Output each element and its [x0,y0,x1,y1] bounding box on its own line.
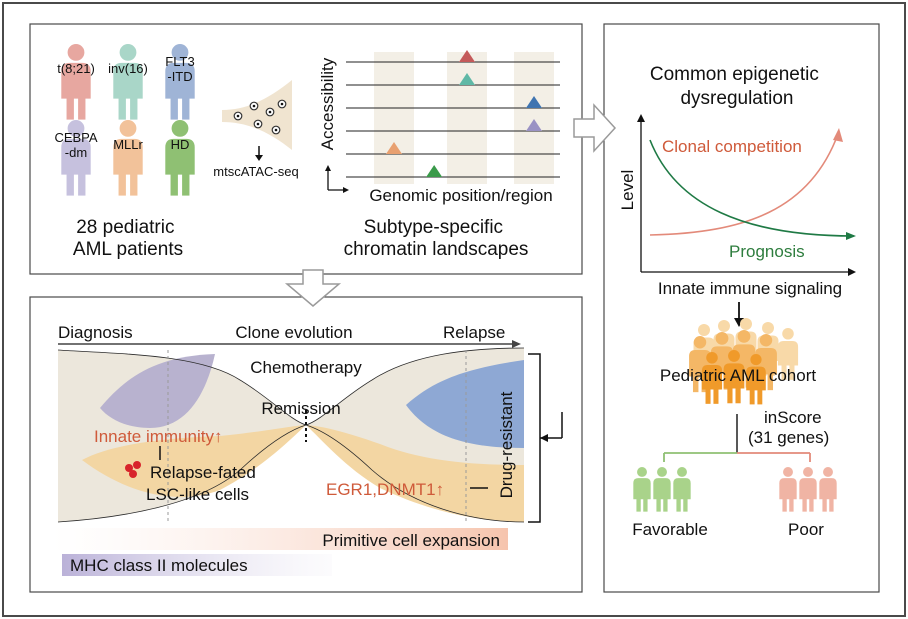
relapse-fated-label: Relapse-fated LSC-like cells [146,463,261,504]
innate-signal-axis-label: Innate immune signaling [658,279,842,298]
drug-resistant-arrowhead [540,434,548,442]
genomic-axis-label: Genomic position/region [369,186,552,205]
clonal-curve-head [833,128,843,142]
primitive-expansion-label: Primitive cell expansion [322,531,500,550]
accessibility-peak-3 [526,96,542,108]
mhc-bar [62,554,332,576]
egr-up-arrow: ↑ [436,480,445,499]
signal-axis-y-head [637,114,645,122]
accessibility-peak-6 [426,165,443,177]
crowd-front-person-1 [701,352,723,404]
accessibility-peak-5 [386,142,402,154]
patient-label-3: FLT3-ITD [165,54,194,84]
poor-group-icon [779,467,837,512]
clonal-competition-curve [649,133,839,236]
remission-label: Remission [261,399,340,418]
timeline-arrowhead [512,340,521,348]
assay-arrow-head [255,155,263,161]
patient-label-1: t(8;21) [57,61,95,76]
patient-icon-1 [61,44,91,120]
arrow-down-connector [284,269,342,307]
prognosis-label: Prognosis [729,242,805,261]
crowd-front-person-2 [723,350,745,404]
patient-icon-5 [113,119,143,196]
timeline-clone-evolution: Clone evolution [235,323,352,342]
favorable-person-1 [633,467,651,512]
patient-icon-6 [165,119,195,196]
prognosis-curve-head [846,232,856,240]
prognosis-curve [649,139,855,237]
accessibility-axis-label: Accessibility [318,57,337,150]
cohort-title: Pediatric AML cohort [660,366,816,385]
peak-column-2 [447,52,487,184]
relapse-clone [406,360,524,448]
chromatin-caption: Subtype-specific chromatin landscapes [344,217,529,260]
arrow-right-connector [573,103,617,153]
chemotherapy-label: Chemotherapy [250,358,362,377]
patient-icon-2 [113,44,143,120]
access-axis-y-head [325,165,331,171]
patient-icons-group: t(8;21) inv(16) FLT3-ITD CEBPA-dm MLLr HD [54,44,195,196]
patient-icon-3 [165,44,195,120]
poor-person-2 [799,467,817,512]
assay-label: mtscATAC-seq [213,164,298,179]
primitive-expansion-bar [52,528,508,550]
egr1-dnmt1-label: EGR1,DNMT1↑ [326,480,444,499]
access-axis-x-head [343,187,349,193]
cohort-label: 28 pediatric AML patients [73,217,183,260]
poor-person-3 [819,467,837,512]
accessibility-peaks [386,50,542,177]
patient-label-2: inv(16) [108,61,148,76]
clonal-competition-label: Clonal competition [662,137,802,156]
epigenetic-title: Common epigenetic dysregulation [650,64,824,109]
timeline-diagnosis: Diagnosis [58,323,133,342]
patient-label-4: CEBPA-dm [54,130,97,160]
crowd-front-person-3 [746,354,766,405]
diagnosis-clone [100,354,215,428]
favorable-label: Favorable [632,520,708,539]
pediatric-cohort-crowd-icon [689,318,799,405]
droplet-funnel [222,80,292,150]
inscore-label: inScore (31 genes) [748,408,829,447]
level-axis-label: Level [618,170,637,211]
accessibility-peak-4 [526,119,542,131]
innate-up-arrow: ↑ [214,427,223,446]
timeline-relapse: Relapse [443,323,505,342]
favorable-person-2 [653,467,671,512]
accessibility-peak-2 [459,73,475,85]
poor-label: Poor [788,520,824,539]
fish-plot-bottom-outline [57,424,525,523]
crowd-back-person-5 [777,328,799,380]
patient-label-5: MLLr [113,137,143,152]
favorable-group-icon [633,467,691,512]
patient-icon-4 [61,119,91,196]
accessibility-tracks [346,61,560,178]
accessibility-peak-1 [459,50,475,62]
innate-immunity-label: Innate immunity↑ [94,427,223,446]
lsc-cell-icon [125,461,141,478]
signal-axis-x-head [848,268,856,276]
mhc-label: MHC class II molecules [70,556,248,575]
peak-column-3 [514,52,554,184]
poor-person-1 [779,467,797,512]
peak-column-1 [374,52,414,184]
patient-label-6: HD [171,137,190,152]
favorable-person-3 [673,467,691,512]
drug-resistant-label: Drug-resistant [497,391,516,498]
